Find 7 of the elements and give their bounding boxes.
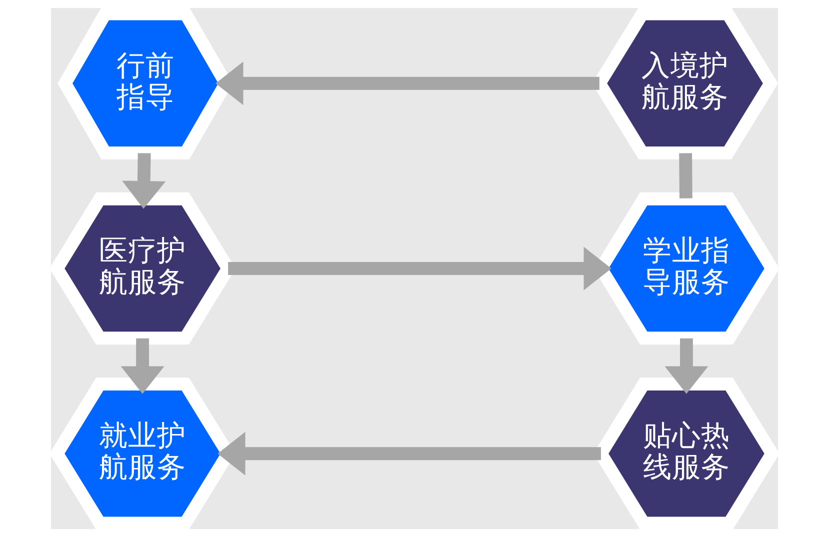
arrow	[216, 62, 600, 106]
arrow	[122, 153, 166, 209]
arrow	[120, 338, 164, 394]
connector	[679, 153, 692, 198]
arrow	[228, 246, 612, 290]
arrow	[218, 432, 601, 476]
arrow	[664, 338, 708, 394]
